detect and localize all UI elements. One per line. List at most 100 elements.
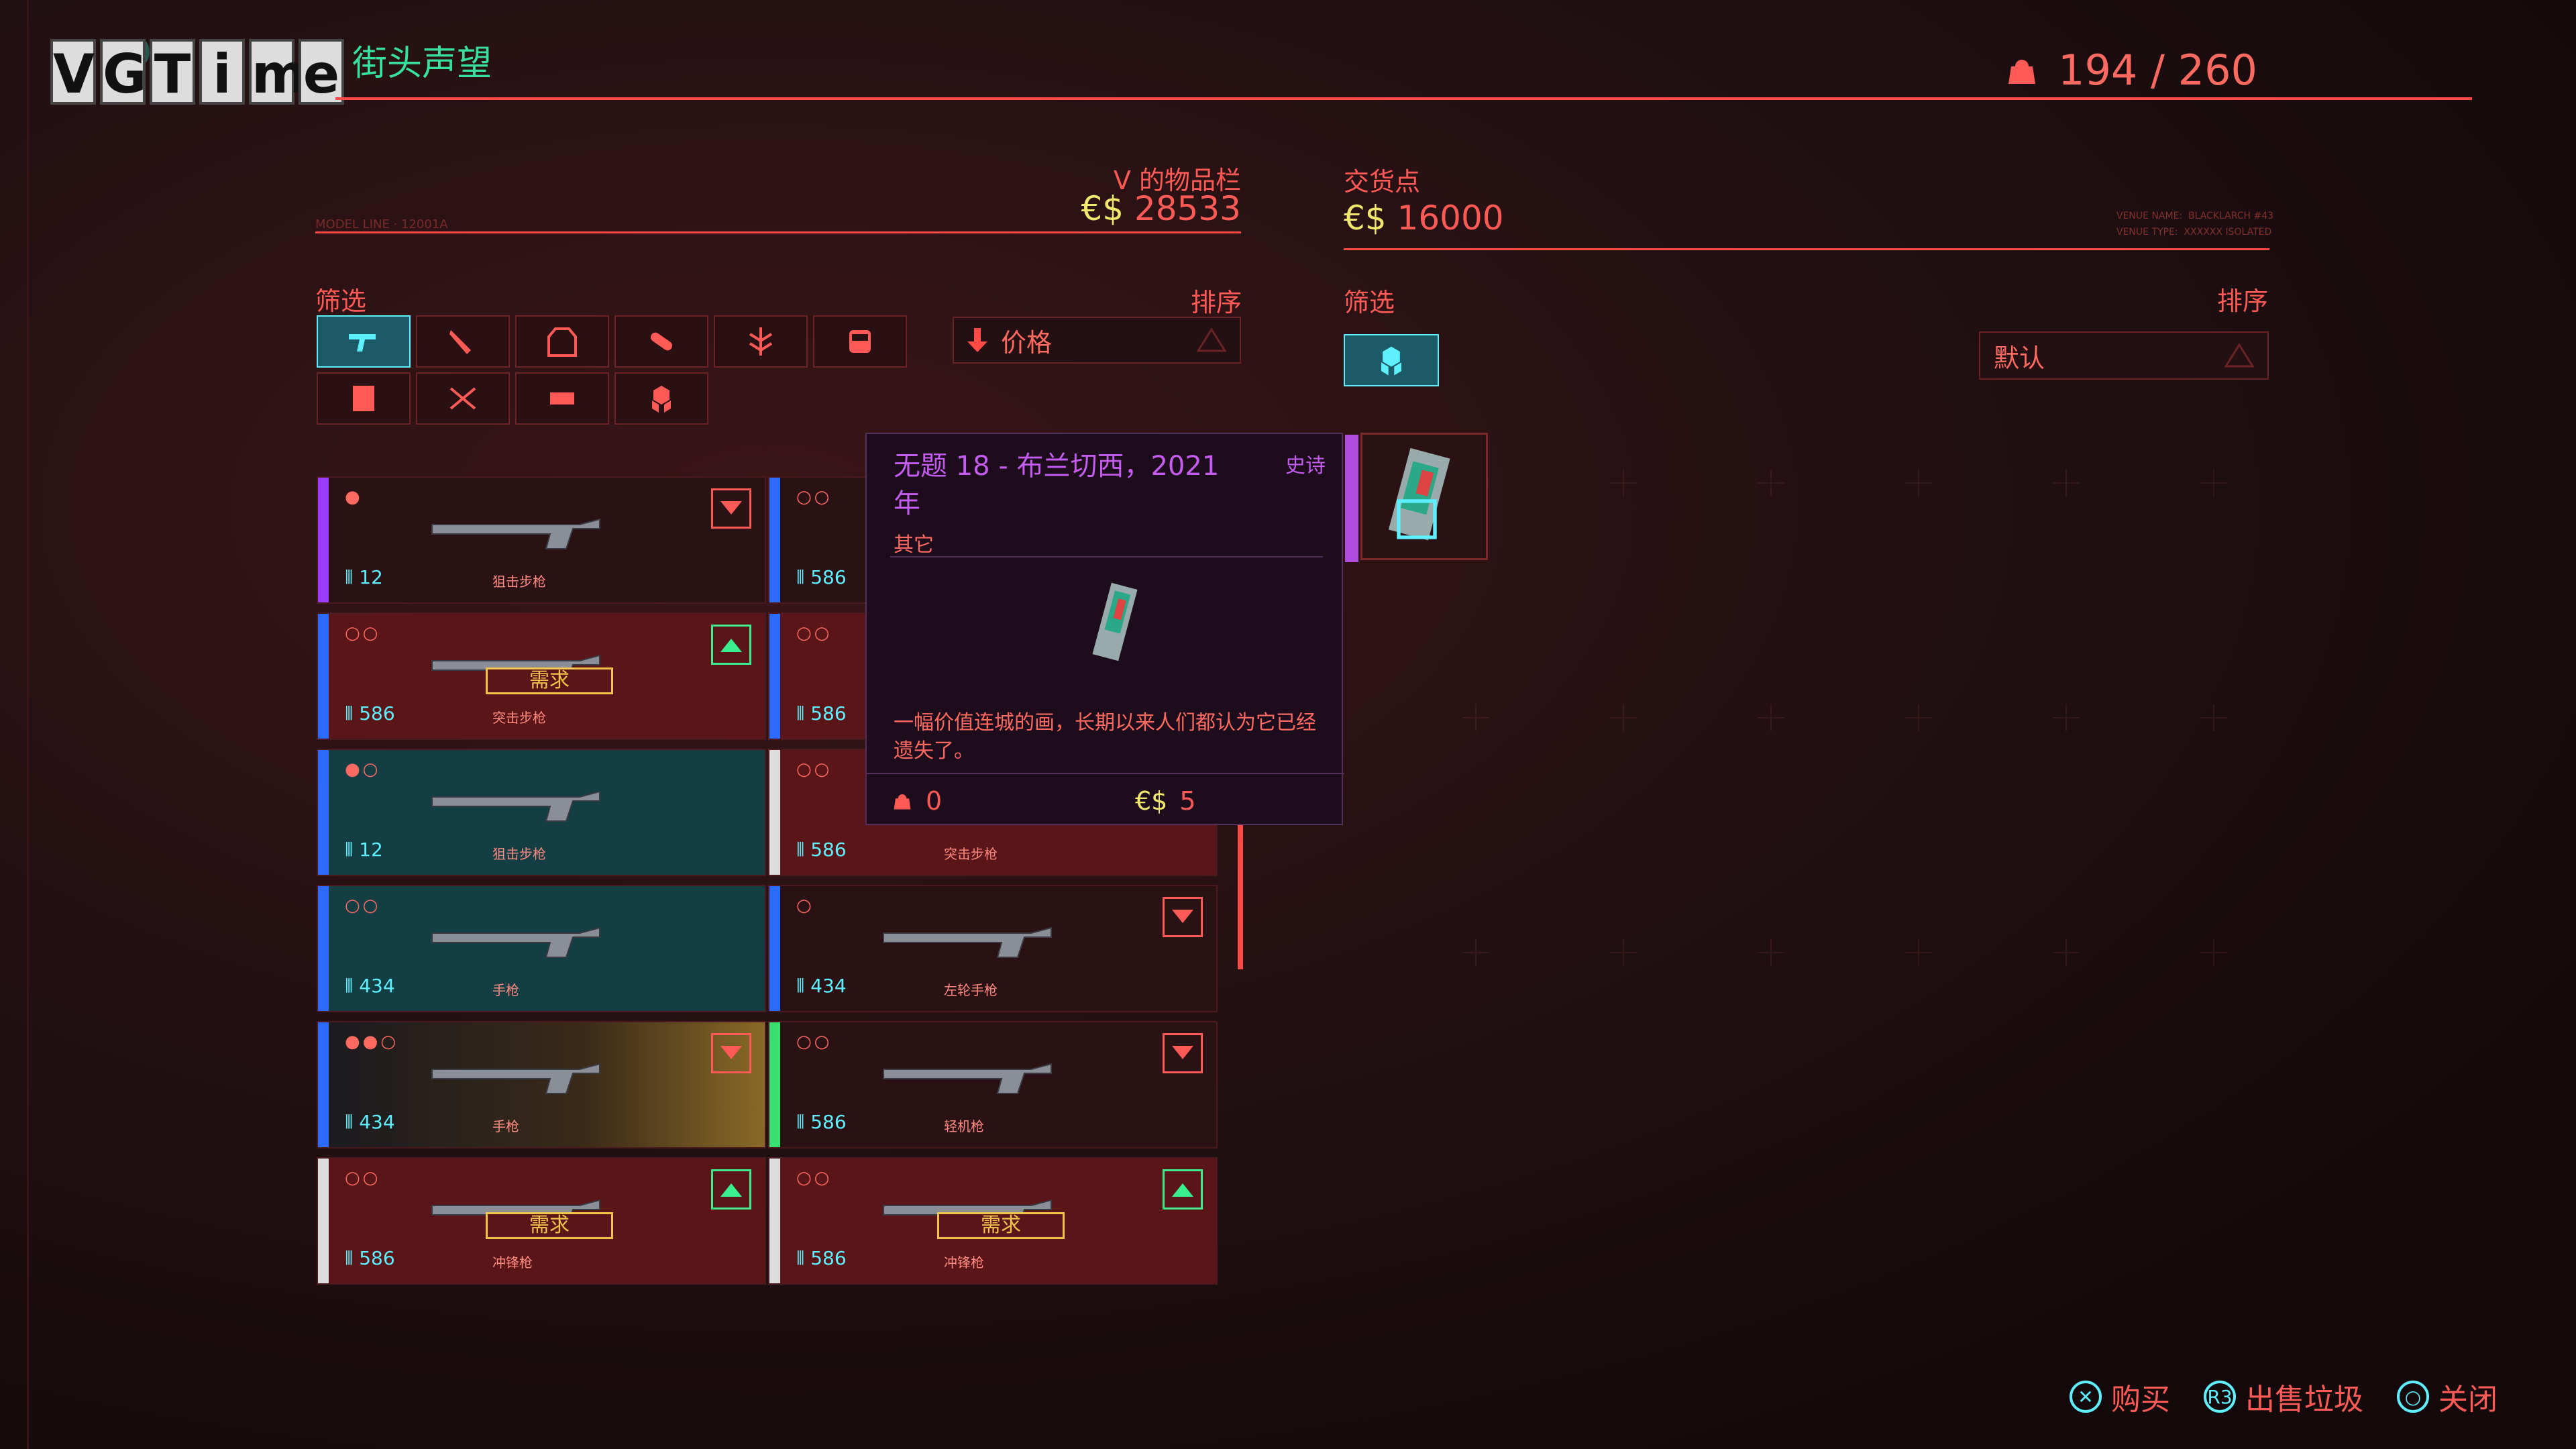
rarity-bar bbox=[769, 1022, 780, 1147]
mod-slots: ○○ bbox=[345, 896, 381, 916]
sort-dropdown-left[interactable]: 价格 bbox=[953, 317, 1241, 364]
background-grid bbox=[1462, 470, 2227, 966]
carry-weight-value: 194 / 260 bbox=[2058, 46, 2257, 95]
inventory-item-card[interactable]: ○○ ⦀ 434 手枪 bbox=[317, 885, 766, 1012]
inventory-title: V 的物品栏 bbox=[1113, 166, 1241, 195]
ammo-count: ⦀ 434 bbox=[345, 975, 395, 997]
cyberware-icon bbox=[749, 327, 773, 356]
weapon-icon bbox=[883, 1063, 1052, 1094]
ammo-count: ⦀ 586 bbox=[345, 1247, 395, 1269]
filter-clothing[interactable] bbox=[515, 315, 609, 368]
scrollbar[interactable] bbox=[1238, 825, 1243, 969]
controller-button-icon: ✕ bbox=[2070, 1381, 2102, 1413]
filter-vehicle[interactable] bbox=[813, 315, 907, 368]
mod-slots: ○○ bbox=[796, 623, 833, 643]
upgrade-indicator bbox=[711, 1169, 751, 1210]
rarity-bar bbox=[769, 886, 780, 1011]
hint-label: 出售垃圾 bbox=[2245, 1383, 2363, 1417]
weapon-type: 突击步枪 bbox=[492, 710, 546, 726]
tooltip-price: €$ 5 bbox=[1135, 786, 1196, 816]
triangle-icon bbox=[2224, 343, 2254, 368]
carry-weight: 194 / 260 bbox=[2006, 46, 2257, 95]
vendor-sort-dropdown[interactable]: 默认 bbox=[1979, 331, 2269, 380]
rarity-bar bbox=[318, 614, 329, 739]
buy-hint[interactable]: ✕购买 bbox=[2070, 1375, 2170, 1418]
tooltip-title: 无题 18 - 布兰切西，2021 年 bbox=[894, 451, 1220, 519]
rarity-bar bbox=[318, 1159, 329, 1283]
weapon-type: 狙击步枪 bbox=[492, 846, 546, 862]
mod-slots: ○○ bbox=[796, 487, 833, 507]
rarity-bar bbox=[769, 614, 780, 739]
sort-label: 排序 bbox=[1191, 288, 1242, 317]
blade-icon bbox=[449, 330, 471, 354]
filter-melee[interactable] bbox=[416, 315, 510, 368]
chevron-down-icon bbox=[720, 501, 742, 515]
vendor-sort-value: 默认 bbox=[1994, 343, 2045, 373]
ammo-count: ⦀ 586 bbox=[796, 566, 847, 588]
player-money-value: 28533 bbox=[1134, 189, 1241, 228]
demand-tag: 需求 bbox=[937, 1212, 1065, 1239]
venue-info: VENUE NAME: BLACKLARCH #43 VENUE TYPE: X… bbox=[2116, 211, 2274, 237]
tooltip-category: 其它 bbox=[894, 533, 934, 557]
filter-components[interactable] bbox=[614, 372, 708, 425]
vendor-divider bbox=[1344, 248, 2269, 250]
weapon-type: 手枪 bbox=[492, 982, 519, 998]
filter-cyberware[interactable] bbox=[714, 315, 808, 368]
vendor-filter-components[interactable] bbox=[1344, 334, 1439, 386]
chevron-down-icon bbox=[1172, 910, 1193, 923]
ammo-count: ⦀ 586 bbox=[796, 839, 847, 861]
cash-chip-icon bbox=[550, 392, 574, 405]
demand-tag: 需求 bbox=[486, 667, 613, 694]
upgrade-indicator bbox=[1163, 1169, 1203, 1210]
chevron-down-icon bbox=[720, 1046, 742, 1059]
vendor-money-value: 16000 bbox=[1397, 199, 1504, 237]
vendor-item-painting[interactable] bbox=[1345, 433, 1488, 562]
tool-icon bbox=[449, 387, 476, 410]
player-money: €$ 28533 bbox=[872, 189, 1241, 228]
tooltip-footer bbox=[867, 773, 1344, 825]
tooltip-divider bbox=[890, 556, 1323, 557]
filter-consumables[interactable] bbox=[614, 315, 708, 368]
item-tooltip: 无题 18 - 布兰切西，2021 年 史诗 其它 一幅价值连城的画，长期以来人… bbox=[865, 433, 1344, 825]
weapon-icon bbox=[431, 1063, 600, 1094]
weapon-icon bbox=[883, 926, 1052, 958]
painting-scroll-icon bbox=[1092, 582, 1138, 661]
weapon-type: 左轮手枪 bbox=[944, 982, 998, 998]
upgrade-indicator bbox=[711, 625, 751, 665]
chevron-up-icon bbox=[1172, 1183, 1193, 1197]
currency-symbol: €$ bbox=[1344, 199, 1387, 237]
consumable-icon bbox=[650, 332, 673, 351]
left-edge-line bbox=[27, 0, 29, 1449]
filter-tools[interactable] bbox=[416, 372, 510, 425]
currency-symbol: €$ bbox=[1081, 189, 1124, 228]
components-icon bbox=[1381, 346, 1401, 376]
rarity-bar bbox=[318, 478, 329, 602]
filter-quickhacks[interactable] bbox=[317, 372, 411, 425]
filter-ranged-weapons[interactable] bbox=[317, 315, 411, 368]
ammo-count: ⦀ 586 bbox=[796, 1111, 847, 1133]
filter-label: 筛选 bbox=[315, 286, 367, 316]
weapon-type: 狙击步枪 bbox=[492, 574, 546, 590]
filter-junk[interactable] bbox=[515, 372, 609, 425]
weapon-type: 突击步枪 bbox=[944, 846, 998, 862]
mod-slots: ○○ bbox=[345, 1168, 381, 1188]
chevron-up-icon bbox=[720, 1183, 742, 1197]
mod-slots: ●●○ bbox=[345, 1032, 399, 1052]
close-hint[interactable]: ○关闭 bbox=[2397, 1375, 2498, 1418]
controller-button-icon: ○ bbox=[2397, 1381, 2429, 1413]
ammo-count: ⦀ 586 bbox=[796, 702, 847, 724]
weight-icon bbox=[894, 794, 911, 810]
model-line-text: MODEL LINE · 12001A bbox=[315, 217, 448, 231]
mod-slots: ●○ bbox=[345, 759, 381, 780]
downgrade-indicator bbox=[1163, 897, 1203, 937]
